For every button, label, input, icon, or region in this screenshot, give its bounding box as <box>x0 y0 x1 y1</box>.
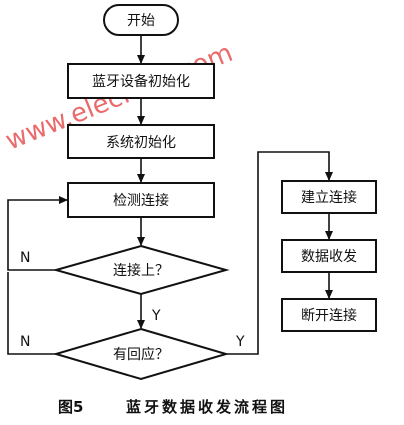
response-decision <box>52 327 230 381</box>
response-no-label: N <box>20 334 30 350</box>
loop-no-connection <box>7 196 68 271</box>
connected-yes-label: Y <box>151 308 161 324</box>
bt-init-label: 蓝牙设备初始化 <box>92 73 190 90</box>
start-label: 开始 <box>127 13 155 29</box>
loop-no-response <box>7 272 56 355</box>
establish-box <box>281 180 377 214</box>
disconnect-box <box>281 298 377 332</box>
response-yes-label: Y <box>235 334 245 350</box>
arrow-response-yes <box>226 151 333 355</box>
data-txrx-box <box>281 239 377 273</box>
response-question: 有回应？ <box>113 346 169 363</box>
figure-title: 蓝牙数据收发流程图 <box>126 398 288 416</box>
detect-label: 检测连接 <box>113 192 169 209</box>
connected-no-label: N <box>20 250 30 266</box>
establish-label: 建立连接 <box>301 189 357 206</box>
sys-init-label: 系统初始化 <box>106 134 176 151</box>
disconnect-label: 断开连接 <box>301 307 357 324</box>
figure-number: 图5 <box>58 398 83 416</box>
data-txrx-label: 数据收发 <box>301 249 357 265</box>
connected-question: 连接上？ <box>113 262 169 279</box>
